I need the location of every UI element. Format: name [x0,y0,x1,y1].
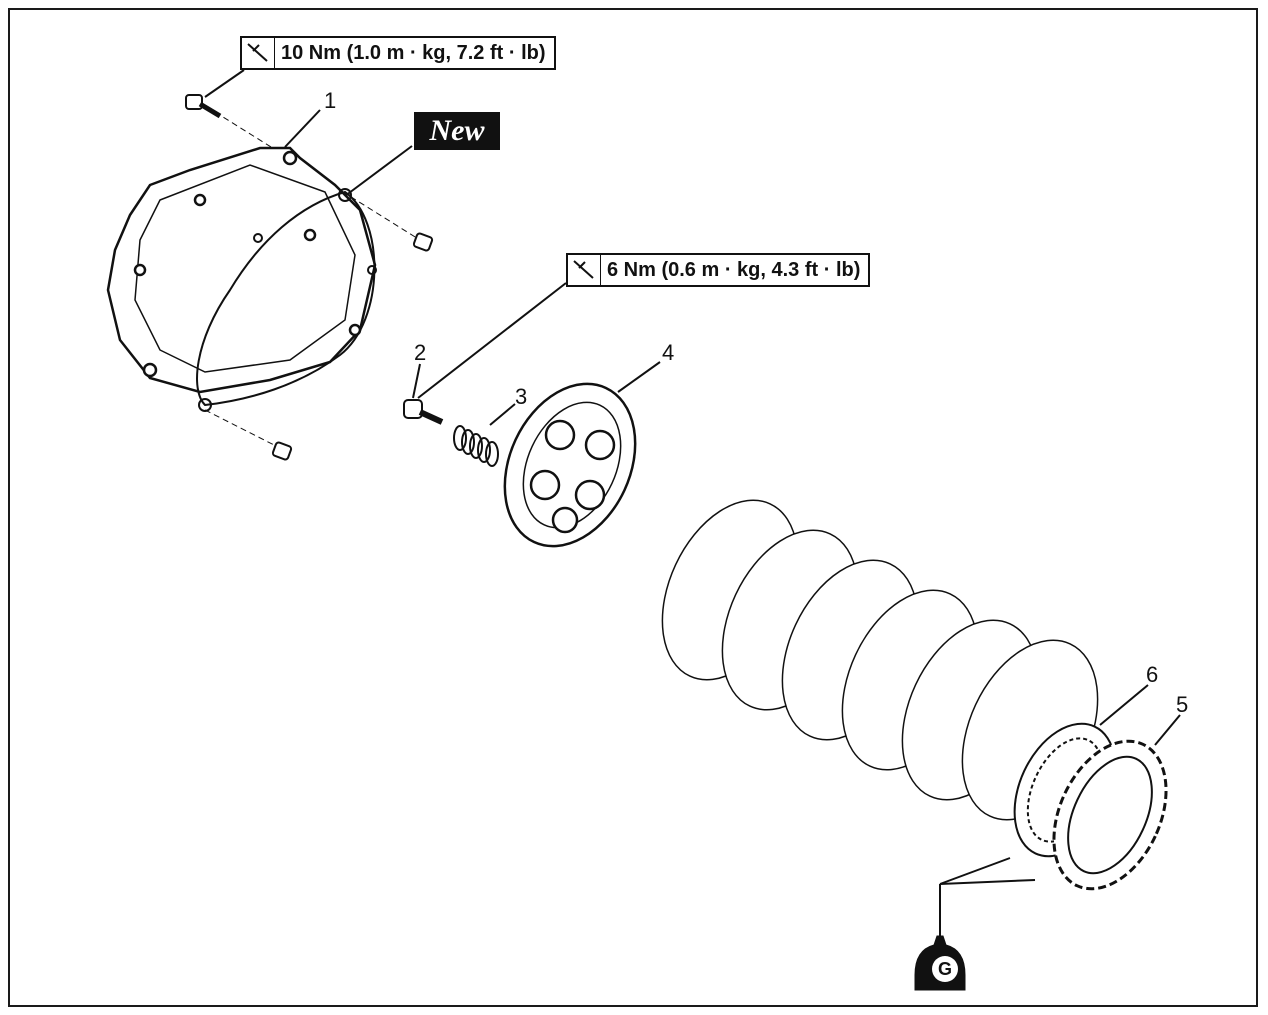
torque-spec-cover-bolt: 10 Nm (1.0 m · kg, 7.2 ft · lb) [240,36,556,70]
torque-spec-text: 10 Nm (1.0 m · kg, 7.2 ft · lb) [281,41,546,64]
new-part-badge: New [414,112,500,150]
pressure-plate [503,382,637,548]
friction-plate-5 [1052,739,1168,891]
torque-wrench-icon [242,38,275,68]
torque-spec-text: 6 Nm (0.6 m · kg, 4.3 ft · lb) [607,258,861,281]
cover-bolt [185,94,222,119]
callout-2: 2 [414,340,427,365]
grease-symbol-letter: G [932,956,958,982]
clutch-spring [453,425,499,467]
torque-spec-plate-bolt: 6 Nm (0.6 m · kg, 4.3 ft · lb) [566,253,871,287]
torque-wrench-icon [568,255,601,285]
pressure-plate-bolt [403,399,444,425]
callout-3: 3 [515,384,528,409]
clutch-cover [106,146,377,394]
cover-gasket [196,188,377,412]
callout-6: 6 [1146,662,1159,687]
diagram-frame [8,8,1258,1007]
callout-5: 5 [1176,692,1189,717]
callout-1: 1 [324,88,337,113]
callout-4: 4 [662,340,675,365]
dowel-pins [271,232,434,461]
